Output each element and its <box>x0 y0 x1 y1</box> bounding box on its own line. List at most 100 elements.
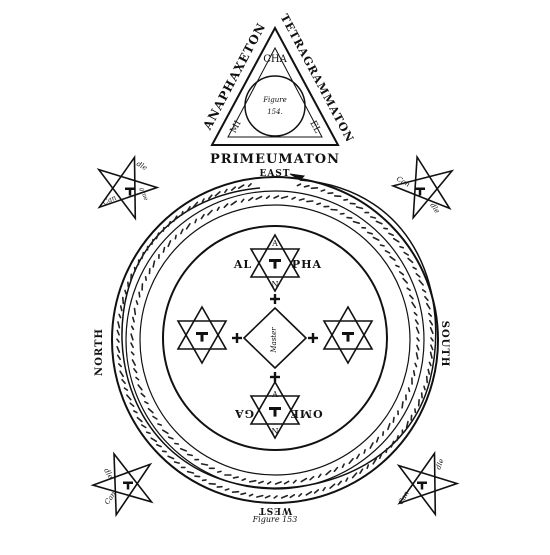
script-glyph <box>407 288 410 290</box>
compass-west: WEST <box>258 505 293 515</box>
script-glyph <box>181 229 183 233</box>
script-glyph <box>152 240 153 245</box>
script-glyph <box>239 185 244 188</box>
script-glyph <box>290 495 294 498</box>
script-glyph <box>136 301 137 304</box>
script-glyph <box>249 184 252 186</box>
script-glyph <box>429 362 431 365</box>
script-glyph <box>146 277 147 280</box>
script-glyph <box>373 238 378 241</box>
script-glyph <box>233 492 239 493</box>
script-glyph <box>412 302 415 307</box>
tau-cross-icon <box>123 482 133 490</box>
script-glyph <box>131 343 133 347</box>
compass-north: NORTH <box>94 328 105 376</box>
script-glyph <box>294 480 297 482</box>
script-glyph <box>121 306 122 311</box>
script-glyph <box>117 331 119 335</box>
script-glyph <box>349 459 353 464</box>
triangle-left-word: ANAPHAXETON <box>200 20 269 133</box>
pentagram-icon <box>393 157 452 218</box>
script-glyph <box>347 218 352 219</box>
script-glyph <box>123 298 124 304</box>
cross-icon <box>270 294 280 304</box>
script-glyph <box>151 438 156 441</box>
script-glyph <box>360 469 363 473</box>
script-glyph <box>135 309 136 315</box>
pent-br-word: Can <box>397 489 411 506</box>
script-glyph <box>317 203 320 204</box>
script-glyph <box>168 456 174 458</box>
script-glyph <box>386 449 387 452</box>
script-glyph <box>225 489 228 490</box>
script-glyph <box>429 314 431 317</box>
script-glyph <box>188 472 194 473</box>
cross-icon <box>232 333 242 343</box>
omega-hex-letter-a: A <box>271 390 278 399</box>
script-glyph <box>326 471 331 475</box>
script-glyph <box>153 261 154 267</box>
script-glyph <box>141 394 144 397</box>
script-glyph <box>175 444 178 445</box>
script-glyph <box>393 418 394 423</box>
pentagram-icon <box>93 454 152 515</box>
script-glyph <box>423 290 426 292</box>
script-glyph <box>208 211 212 215</box>
script-glyph <box>323 488 325 491</box>
script-glyph <box>416 274 420 277</box>
script-glyph <box>231 201 236 205</box>
script-glyph <box>330 484 335 488</box>
script-glyph <box>404 253 408 256</box>
script-glyph <box>139 292 140 297</box>
script-glyph <box>181 449 187 451</box>
script-glyph <box>274 196 278 198</box>
script-glyph <box>136 378 139 380</box>
triangle-figure-word: Figure <box>262 96 287 104</box>
tau-cross-icon <box>415 188 425 196</box>
cross-icon <box>270 372 280 382</box>
script-glyph <box>431 338 433 341</box>
script-glyph <box>142 253 143 259</box>
script-glyph <box>117 347 119 353</box>
script-glyph <box>215 192 220 196</box>
script-glyph <box>218 471 221 472</box>
script-glyph <box>376 221 382 223</box>
script-glyph <box>402 402 403 408</box>
tau-cross-icon <box>269 407 281 417</box>
center-word: Master <box>270 327 278 354</box>
script-glyph <box>357 454 359 458</box>
script-glyph <box>388 424 390 430</box>
tau-cross-icon <box>125 188 135 196</box>
script-glyph <box>364 450 365 453</box>
script-glyph <box>225 190 227 193</box>
script-glyph <box>396 266 399 267</box>
script-glyph <box>125 290 126 293</box>
script-glyph <box>409 388 410 391</box>
script-glyph <box>168 222 170 226</box>
script-glyph <box>334 468 337 472</box>
script-glyph <box>414 313 416 315</box>
script-glyph <box>257 496 263 497</box>
script-glyph <box>132 352 134 355</box>
script-glyph <box>267 196 270 198</box>
script-glyph <box>370 443 373 448</box>
script-glyph <box>371 217 376 218</box>
script-glyph <box>118 355 121 359</box>
alpha-hex-letter-n: N <box>272 280 279 289</box>
script-glyph <box>414 371 415 376</box>
tau-cross-icon <box>269 259 281 269</box>
script-glyph <box>300 199 305 200</box>
script-glyph <box>282 496 288 498</box>
figure-caption: Figure 153 <box>252 515 298 524</box>
script-glyph <box>134 369 137 373</box>
alpha-left: AL <box>233 258 252 271</box>
banner-label: PRIMEUMATON <box>210 152 340 167</box>
script-glyph <box>132 326 134 329</box>
script-glyph <box>138 385 142 390</box>
script-glyph <box>431 345 433 349</box>
script-glyph <box>344 200 347 201</box>
script-glyph <box>315 490 319 493</box>
script-glyph <box>307 201 313 202</box>
